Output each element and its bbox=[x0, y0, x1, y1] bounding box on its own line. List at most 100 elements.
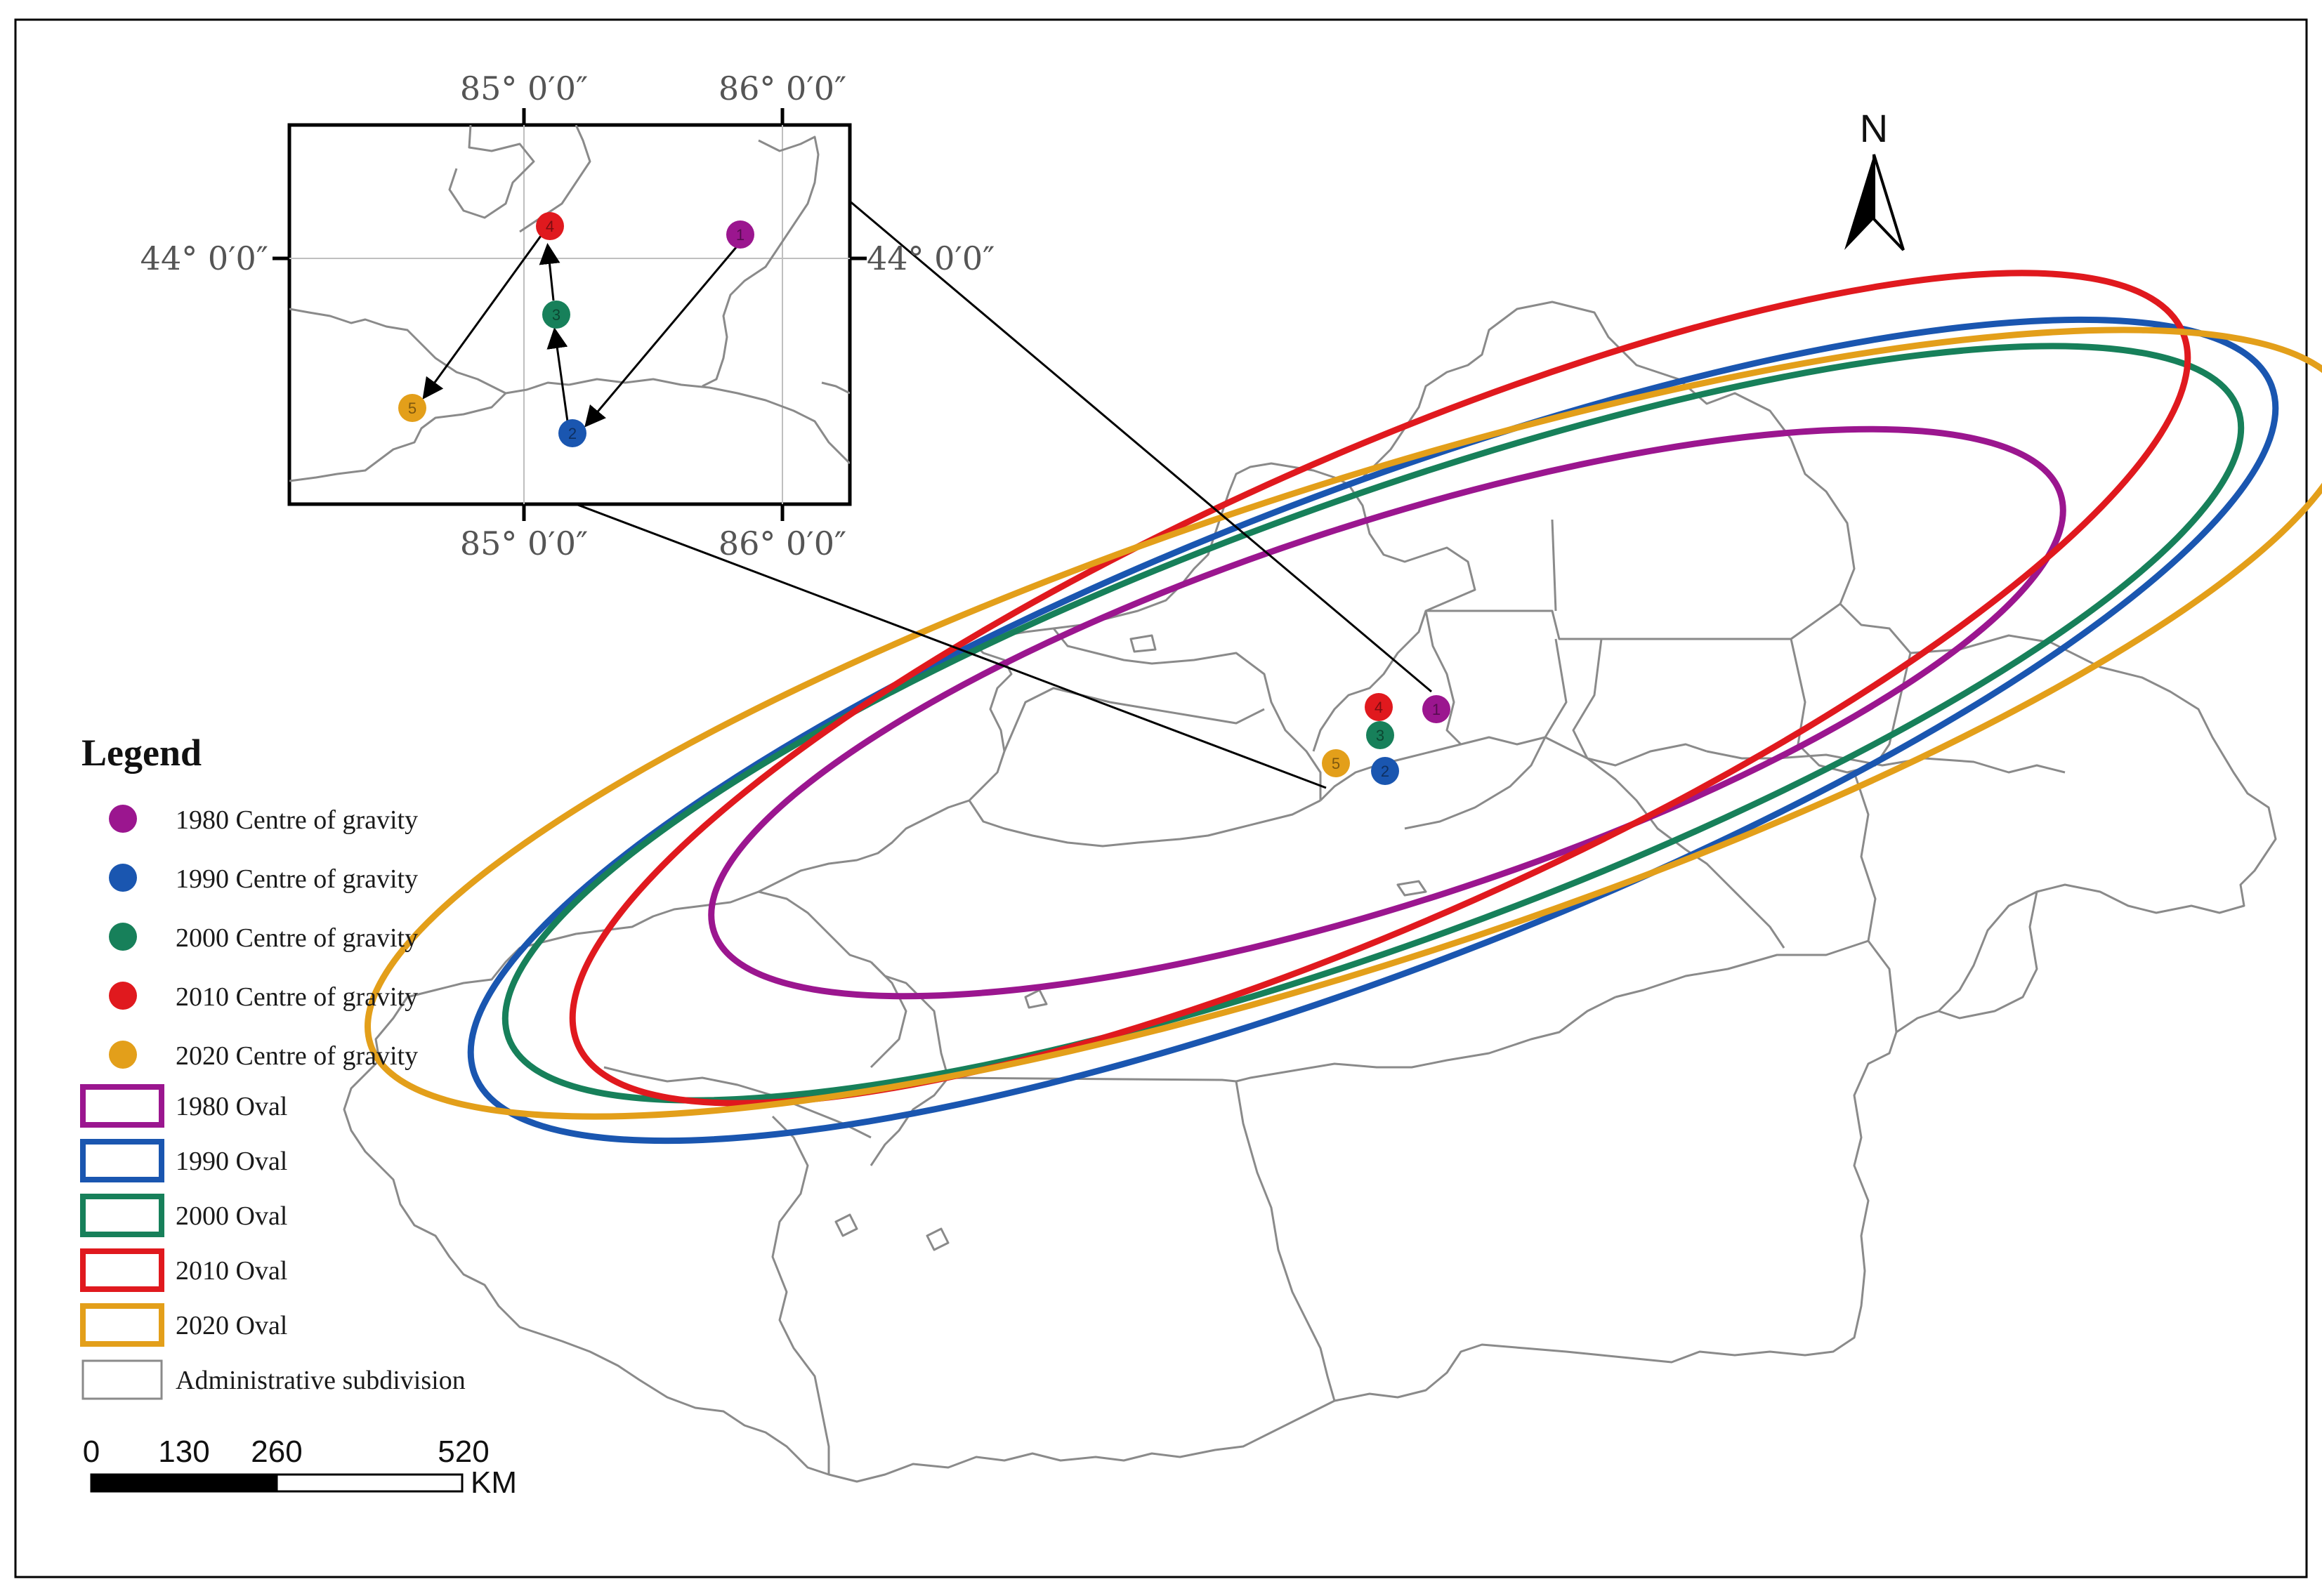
inset-gravity-centre-2010-number: 4 bbox=[546, 218, 554, 235]
gravity-centre-2000-number: 3 bbox=[1376, 727, 1384, 744]
division-line bbox=[1424, 610, 1462, 746]
legend-label: 1980 Centre of gravity bbox=[176, 805, 418, 835]
legend-item: 2000 Oval bbox=[80, 1194, 287, 1237]
lake-outline bbox=[834, 1213, 858, 1237]
division-line bbox=[968, 799, 1321, 848]
inset-top-label-85: 85° 0′0″ bbox=[460, 70, 588, 107]
legend-swatch-rect bbox=[80, 1303, 164, 1347]
division-line bbox=[870, 1076, 1237, 1166]
legend-label: 1980 Oval bbox=[176, 1092, 287, 1121]
inset-gravity-centre-2000-number: 3 bbox=[552, 306, 560, 324]
legend-swatch-rect bbox=[80, 1248, 164, 1292]
gravity-centre-2020-number: 5 bbox=[1332, 755, 1340, 772]
ellipse-1990 bbox=[467, 316, 2279, 1145]
gravity-centre-1980 bbox=[1422, 695, 1450, 723]
inset-boundary bbox=[568, 378, 850, 465]
scale-tick-260: 260 bbox=[251, 1435, 302, 1469]
division-line bbox=[1426, 602, 1841, 640]
legend-swatch-rect bbox=[80, 1084, 164, 1128]
inset-gravity-centre-2010 bbox=[536, 212, 564, 240]
legend-title: Legend bbox=[81, 732, 202, 774]
division-line bbox=[1404, 638, 1568, 830]
gravity-centre-1990-number: 2 bbox=[1381, 763, 1389, 780]
division-line bbox=[1938, 891, 2038, 1020]
legend-label: 2020 Oval bbox=[176, 1311, 287, 1340]
inset-gravity-centre-2020 bbox=[398, 394, 426, 422]
division-line bbox=[1235, 1081, 1336, 1402]
north-arrow: N bbox=[1844, 106, 1905, 251]
legend-item: Administrative subdivision bbox=[81, 1359, 466, 1400]
inset-boundary bbox=[289, 392, 507, 482]
inset-gravity-centre-2020-number: 5 bbox=[408, 400, 416, 417]
inset-arrow-1980-1990 bbox=[584, 245, 739, 428]
division-line bbox=[1003, 687, 1265, 752]
lake-outline bbox=[1024, 989, 1048, 1009]
inset-left-label-44: 44° 0′0″ bbox=[140, 239, 268, 277]
division-line bbox=[1544, 736, 1785, 949]
legend-item: 1980 Oval bbox=[80, 1084, 287, 1128]
division-line bbox=[1853, 772, 1898, 1033]
legend-item: 2010 Oval bbox=[80, 1248, 287, 1292]
gravity-centres-main: 1 4 3 2 5 bbox=[1322, 693, 1450, 785]
legend-swatch-circle bbox=[109, 982, 137, 1010]
legend-swatch-circle bbox=[109, 923, 137, 951]
division-line bbox=[1319, 736, 1546, 802]
division-line bbox=[870, 961, 907, 1069]
legend-label: 2010 Centre of gravity bbox=[176, 982, 418, 1012]
inset-bottom-label-85: 85° 0′0″ bbox=[460, 525, 588, 562]
legend-label: Administrative subdivision bbox=[176, 1366, 466, 1395]
legend-swatch-circle bbox=[109, 805, 137, 833]
legend-label: 2000 Centre of gravity bbox=[176, 923, 418, 953]
ellipse-2020 bbox=[365, 327, 2322, 1120]
scale-unit: KM bbox=[471, 1465, 517, 1500]
scale-segment-black bbox=[90, 1473, 278, 1493]
division-line bbox=[1235, 996, 1616, 1083]
gravity-centre-2020 bbox=[1322, 749, 1350, 777]
legend-item: 1980 Centre of gravity bbox=[109, 805, 418, 835]
legend-item: 2020 Oval bbox=[80, 1303, 287, 1347]
inset-arrow-2000-2010 bbox=[539, 243, 560, 301]
scale-tick-130: 130 bbox=[158, 1435, 209, 1469]
gravity-centre-1980-number: 1 bbox=[1432, 701, 1441, 718]
inset-boundary bbox=[448, 125, 535, 219]
inset-arrow-1990-2000 bbox=[546, 327, 569, 422]
legend-item: 2000 Centre of gravity bbox=[109, 923, 418, 953]
gravity-centre-1990 bbox=[1371, 757, 1399, 785]
inset-top-label-86: 86° 0′0″ bbox=[719, 70, 846, 107]
division-line bbox=[1572, 638, 1707, 767]
ellipse-1980 bbox=[708, 426, 2066, 1000]
scale-tick-0: 0 bbox=[83, 1435, 100, 1469]
legend-swatch-circle bbox=[109, 864, 137, 892]
north-arrow-left-half bbox=[1844, 154, 1874, 250]
legend-item: 2020 Centre of gravity bbox=[109, 1041, 418, 1071]
legend-swatch-rect bbox=[80, 1194, 164, 1237]
scale-tick-520: 520 bbox=[438, 1435, 489, 1469]
legend-item: 1990 Oval bbox=[80, 1139, 287, 1182]
division-line bbox=[1052, 628, 1322, 800]
inset-map: 85° 0′0″ 86° 0′0″ 85° 0′0″ 86° 0′0″ 44° … bbox=[140, 70, 995, 562]
division-line bbox=[758, 890, 872, 963]
scale-segment-white bbox=[275, 1473, 464, 1493]
legend-label: 2000 Oval bbox=[176, 1201, 287, 1231]
legend-label: 2020 Centre of gravity bbox=[176, 1041, 418, 1071]
standard-deviation-ellipses bbox=[365, 270, 2322, 1145]
legend-label: 2010 Oval bbox=[176, 1256, 287, 1286]
inset-gravity-centre-1990 bbox=[558, 419, 586, 447]
division-line bbox=[1312, 484, 1476, 752]
lake-outline bbox=[1396, 880, 1427, 897]
lake-outline bbox=[926, 1227, 950, 1251]
gravity-centre-2010-number: 4 bbox=[1375, 699, 1383, 716]
inset-right-label-44: 44° 0′0″ bbox=[867, 239, 995, 277]
inset-leader-line bbox=[848, 199, 1432, 693]
gravity-centre-2010 bbox=[1365, 693, 1393, 721]
inset-arrow-2010-2020 bbox=[422, 235, 542, 400]
legend-swatch-rect bbox=[80, 1139, 164, 1182]
gravity-centre-2000 bbox=[1366, 721, 1394, 749]
inset-gravity-centre-1980-number: 1 bbox=[736, 226, 745, 244]
inset-bottom-label-86: 86° 0′0″ bbox=[719, 525, 846, 562]
legend-item: 2010 Centre of gravity bbox=[109, 982, 418, 1012]
inset-boundary bbox=[289, 308, 570, 395]
division-line bbox=[771, 1115, 830, 1475]
